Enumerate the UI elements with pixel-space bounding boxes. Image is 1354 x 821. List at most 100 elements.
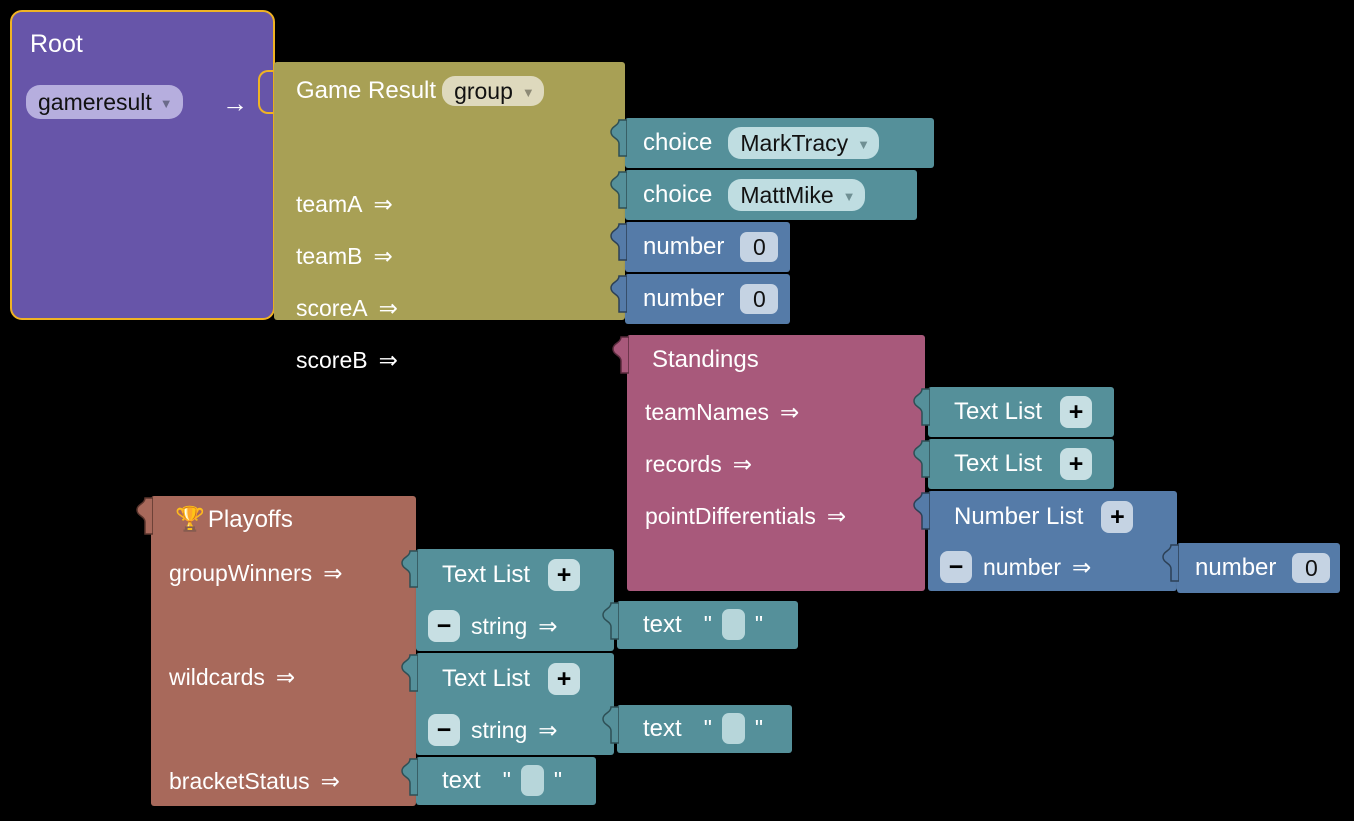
text-list-label: Text List bbox=[954, 450, 1043, 477]
standings-block[interactable]: Standings teamNames ⇒ records ⇒ pointDif… bbox=[612, 335, 925, 591]
text-value-field[interactable] bbox=[520, 765, 544, 796]
puzzle-tab-icon bbox=[401, 758, 418, 796]
text-list-block-teamNames[interactable]: Text List + bbox=[913, 387, 1114, 437]
text-list-item-row: − string ⇒ bbox=[428, 714, 558, 746]
puzzle-tab-icon bbox=[913, 440, 930, 478]
field-row-wildcards: wildcards ⇒ bbox=[169, 664, 295, 691]
chevron-down-icon: ▼ bbox=[521, 84, 535, 100]
number-value-field[interactable]: 0 bbox=[740, 232, 779, 262]
chevron-down-icon: ▼ bbox=[842, 188, 856, 204]
text-header: text " " bbox=[643, 713, 763, 744]
choice-label: choice bbox=[643, 181, 713, 208]
text-list-block-records[interactable]: Text List + bbox=[913, 439, 1114, 489]
add-item-button[interactable]: + bbox=[548, 559, 581, 591]
text-block-wildcards-item[interactable]: text " " bbox=[602, 705, 792, 753]
puzzle-tab-icon bbox=[610, 275, 627, 313]
trophy-icon: 🏆 bbox=[175, 506, 205, 533]
root-title: Root bbox=[30, 30, 83, 58]
field-label-bracketStatus: bracketStatus bbox=[169, 768, 310, 794]
add-item-button[interactable]: + bbox=[1101, 501, 1134, 533]
field-row-records: records ⇒ bbox=[645, 451, 752, 478]
playoffs-block[interactable]: 🏆 Playoffs groupWinners ⇒ wildcards ⇒ br… bbox=[136, 496, 416, 806]
number-value-field[interactable]: 0 bbox=[1292, 553, 1331, 583]
choice-dropdown[interactable]: MarkTracy ▼ bbox=[728, 127, 880, 159]
field-label-groupWinners: groupWinners bbox=[169, 560, 313, 586]
text-list-block-groupWinners[interactable]: Text List + − string ⇒ bbox=[401, 549, 614, 651]
root-variable-label: gameresult bbox=[38, 88, 152, 115]
field-arrow: ⇒ bbox=[275, 664, 296, 690]
field-label-teamA: teamA bbox=[296, 191, 363, 217]
field-arrow: ⇒ bbox=[538, 716, 558, 743]
number-block-scoreA[interactable]: number 0 bbox=[610, 222, 790, 272]
text-list-item-label: string bbox=[471, 612, 528, 639]
choice-block-markTracy[interactable]: choice MarkTracy ▼ bbox=[610, 118, 934, 168]
text-value-field[interactable] bbox=[721, 609, 745, 640]
number-value-field[interactable]: 0 bbox=[740, 284, 779, 314]
remove-item-button[interactable]: − bbox=[940, 551, 972, 583]
puzzle-tab-icon bbox=[913, 388, 930, 426]
game-result-title: Game Result bbox=[296, 77, 437, 104]
puzzle-tab-icon bbox=[610, 171, 627, 209]
text-list-block-wildcards[interactable]: Text List + − string ⇒ bbox=[401, 653, 614, 755]
root-connection-arrow: → bbox=[222, 88, 248, 118]
field-arrow: ⇒ bbox=[378, 295, 398, 321]
open-quote: " bbox=[703, 611, 712, 637]
number-block-scoreB[interactable]: number 0 bbox=[610, 274, 790, 324]
group-dropdown-value: group bbox=[454, 77, 513, 104]
choice-label: choice bbox=[643, 129, 713, 156]
field-row-teamA: teamA ⇒ bbox=[296, 191, 393, 218]
number-label: number bbox=[643, 233, 725, 260]
open-quote: " bbox=[502, 767, 511, 793]
close-quote: " bbox=[754, 715, 764, 741]
standings-header: Standings bbox=[652, 346, 759, 374]
text-block-groupWinners-item[interactable]: text " " bbox=[602, 601, 798, 649]
puzzle-tab-icon bbox=[401, 550, 418, 588]
text-list-label: Text List bbox=[442, 561, 531, 588]
field-arrow: ⇒ bbox=[373, 243, 393, 269]
choice-block-mattMike[interactable]: choice MattMike ▼ bbox=[610, 170, 917, 220]
field-label-teamNames: teamNames bbox=[645, 399, 769, 425]
number-list-item-label: number bbox=[983, 553, 1061, 580]
root-block[interactable]: Root gameresult ▼ → bbox=[10, 10, 275, 320]
text-value-field[interactable] bbox=[721, 713, 745, 744]
number-header: number 0 bbox=[643, 284, 779, 314]
field-label-wildcards: wildcards bbox=[169, 664, 265, 690]
game-result-block[interactable]: Game Result group ▼ teamA ⇒ teamB ⇒ scor… bbox=[274, 62, 625, 373]
field-arrow: ⇒ bbox=[378, 347, 398, 373]
choice-header: choice MarkTracy ▼ bbox=[643, 127, 880, 159]
puzzle-tab-icon bbox=[602, 706, 619, 744]
number-list-block[interactable]: Number List + − number ⇒ bbox=[913, 491, 1177, 591]
field-arrow: ⇒ bbox=[779, 399, 800, 425]
puzzle-tab-icon bbox=[610, 119, 627, 157]
text-block-bracketStatus[interactable]: text " " bbox=[401, 757, 596, 805]
root-variable-dropdown[interactable]: gameresult ▼ bbox=[26, 85, 183, 119]
field-arrow: ⇒ bbox=[373, 191, 393, 217]
remove-item-button[interactable]: − bbox=[428, 714, 460, 746]
text-list-header: Text List + bbox=[442, 559, 581, 591]
open-quote: " bbox=[703, 715, 712, 741]
field-arrow: ⇒ bbox=[320, 768, 340, 794]
text-list-label: Text List bbox=[442, 665, 531, 692]
field-arrow: ⇒ bbox=[538, 612, 558, 639]
field-row-bracketStatus: bracketStatus ⇒ bbox=[169, 768, 340, 795]
game-result-header: Game Result group ▼ bbox=[296, 76, 544, 106]
text-label: text bbox=[442, 766, 481, 794]
add-item-button[interactable]: + bbox=[548, 663, 581, 695]
field-arrow: ⇒ bbox=[826, 503, 847, 529]
puzzle-tab-icon bbox=[401, 654, 418, 692]
add-item-button[interactable]: + bbox=[1060, 448, 1093, 480]
playoffs-title: Playoffs bbox=[207, 506, 293, 533]
choice-dropdown[interactable]: MattMike ▼ bbox=[728, 179, 865, 211]
number-block-pointDifferential-item[interactable]: number 0 bbox=[1162, 543, 1340, 593]
field-row-teamNames: teamNames ⇒ bbox=[645, 399, 799, 426]
close-quote: " bbox=[754, 611, 764, 637]
choice-dropdown-value: MarkTracy bbox=[740, 129, 849, 156]
remove-item-button[interactable]: − bbox=[428, 610, 460, 642]
text-header: text " " bbox=[442, 765, 562, 796]
field-row-scoreA: scoreA ⇒ bbox=[296, 295, 398, 322]
root-output-socket bbox=[258, 70, 278, 114]
group-dropdown[interactable]: group ▼ bbox=[442, 76, 544, 106]
number-label: number bbox=[643, 285, 725, 312]
add-item-button[interactable]: + bbox=[1060, 396, 1093, 428]
